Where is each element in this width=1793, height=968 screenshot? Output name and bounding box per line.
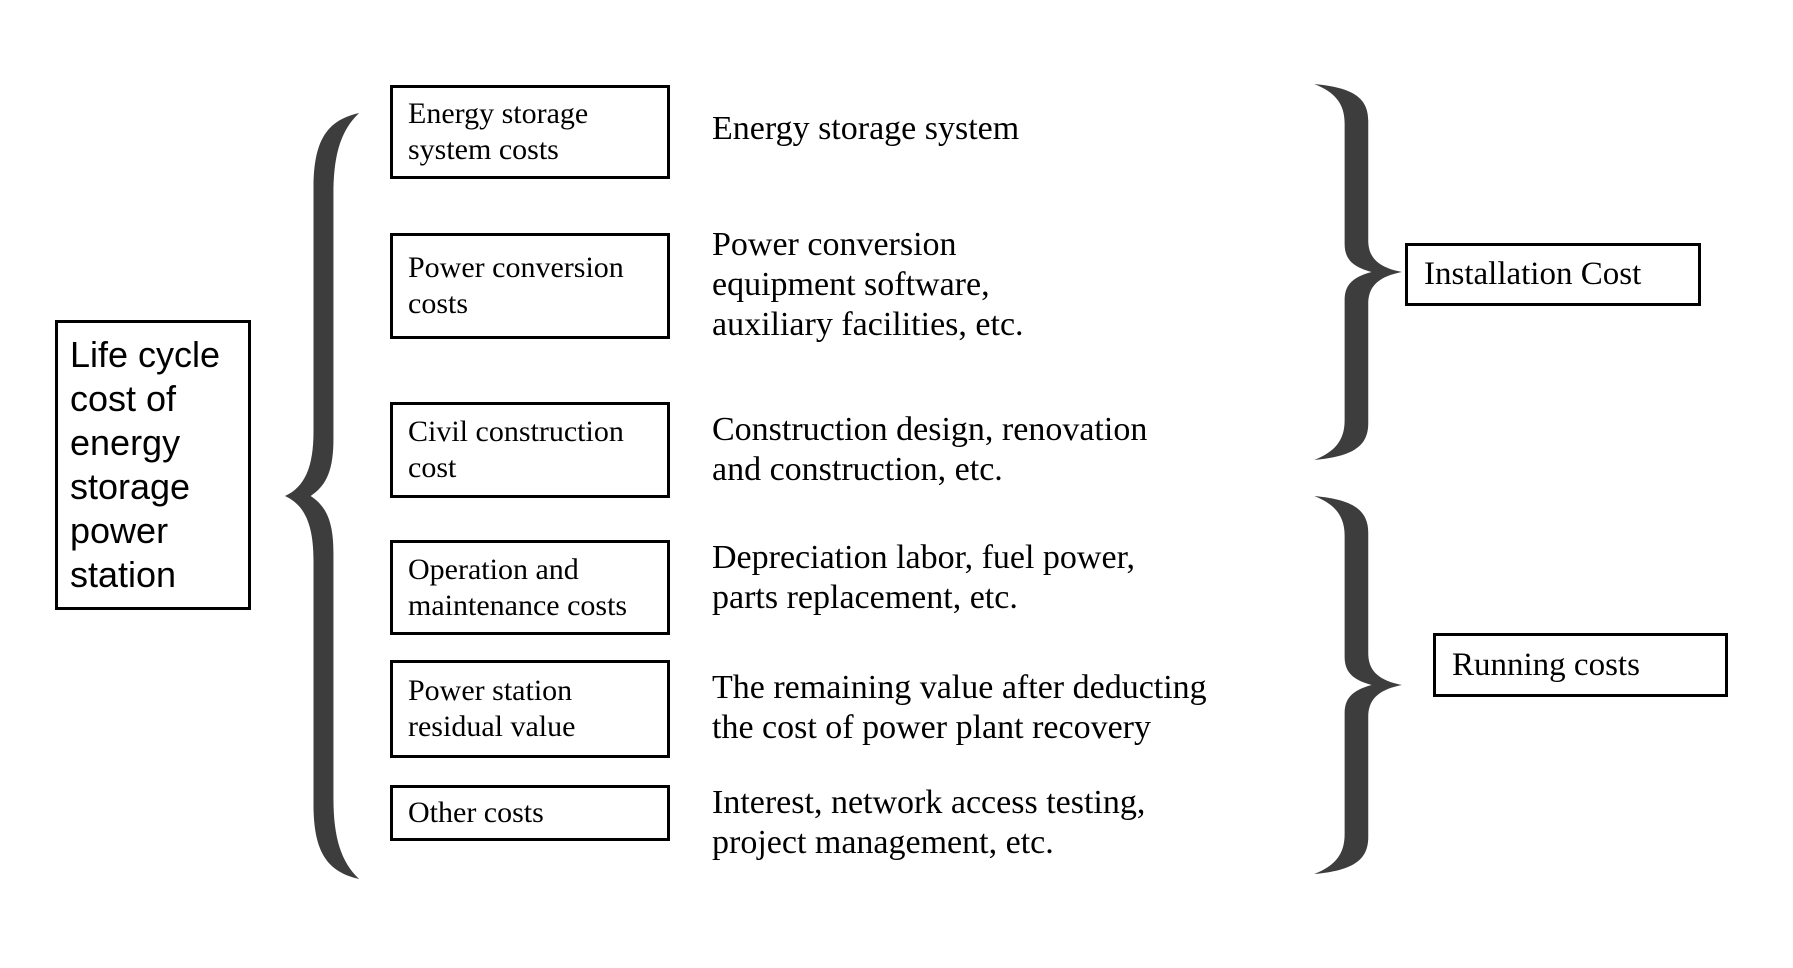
cost-box-civil-construction: Civil construction cost <box>390 402 670 498</box>
cost-box-other-costs: Other costs <box>390 785 670 841</box>
desc-civil-construction: Construction design, renovation and cons… <box>712 411 1148 488</box>
installation-group-brace-icon <box>1314 84 1402 460</box>
desc-power-conversion: Power conversion equipment software, aux… <box>712 226 1024 343</box>
installation-cost-box: Installation Cost <box>1405 243 1701 306</box>
installation-cost-label: Installation Cost <box>1424 256 1642 292</box>
running-costs-box: Running costs <box>1433 633 1728 697</box>
running-group-brace-icon <box>1314 496 1402 874</box>
cost-box-energy-storage-system: Energy storage system costs <box>390 85 670 179</box>
cost-box-label: Civil construction cost <box>408 415 624 484</box>
running-costs-label: Running costs <box>1452 646 1640 683</box>
desc-energy-storage-system: Energy storage system <box>712 110 1020 147</box>
cost-box-label: Other costs <box>408 796 544 829</box>
cost-box-operation-maintenance: Operation and maintenance costs <box>390 540 670 635</box>
cost-box-power-conversion: Power conversion costs <box>390 233 670 339</box>
cost-box-residual-value: Power station residual value <box>390 660 670 758</box>
desc-residual-value: The remaining value after deducting the … <box>712 669 1207 746</box>
cost-box-label: Energy storage system costs <box>408 97 589 166</box>
cost-box-label: Power conversion costs <box>408 251 624 320</box>
root-cost-label: Life cycle cost of energy storage power … <box>70 334 221 595</box>
cost-box-label: Operation and maintenance costs <box>408 552 628 622</box>
left-brace-icon <box>285 113 360 879</box>
desc-other-costs: Interest, network access testing, projec… <box>712 784 1146 861</box>
root-cost-box: Life cycle cost of energy storage power … <box>55 320 251 610</box>
desc-operation-maintenance: Depreciation labor, fuel power, parts re… <box>712 539 1136 616</box>
cost-box-label: Power station residual value <box>408 674 576 743</box>
